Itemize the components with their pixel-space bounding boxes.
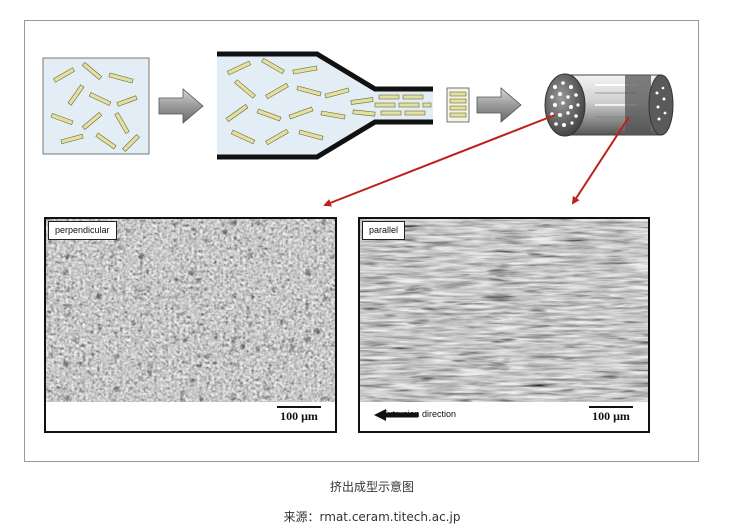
scale-bar-label: 100 μm [592,409,630,423]
process-arrow-1 [158,88,204,124]
figure-frame: perpendicular 100 μm [24,20,699,462]
figure-caption: 挤出成型示意图 [329,480,414,494]
scale-bar-parallel: 100 μm [580,406,642,424]
left-arrow-icon [374,409,418,421]
scale-bar-perpendicular: 100 μm [268,406,330,424]
process-arrow-2 [476,87,522,123]
sem-image-parallel [360,219,648,402]
sem-image-perpendicular [46,219,335,402]
extrusion-die [217,51,433,160]
extrusion-process-schematic [42,51,674,207]
panel-label-parallel: parallel [362,221,406,240]
porous-cylinder [544,73,674,137]
panel-label-perpendicular: perpendicular [48,221,117,240]
sem-panel-parallel: parallel Extrusion direction 100 μm [358,217,650,433]
pointer-arrow-parallel [571,116,630,205]
pointer-arrow-perpendicular [323,114,556,207]
scale-bar-line [277,406,321,408]
random-fiber-box [42,57,150,155]
extrusion-direction-indicator: Extrusion direction [374,409,457,421]
scale-bar-label: 100 μm [280,409,318,423]
scale-bar-line [589,406,633,408]
extruded-segment [446,87,470,123]
extrusion-direction-label: Extrusion direction [382,409,457,419]
figure-source: 来源：rmat.ceram.titech.ac.jp [283,510,461,524]
sem-panel-perpendicular: perpendicular 100 μm [44,217,337,433]
